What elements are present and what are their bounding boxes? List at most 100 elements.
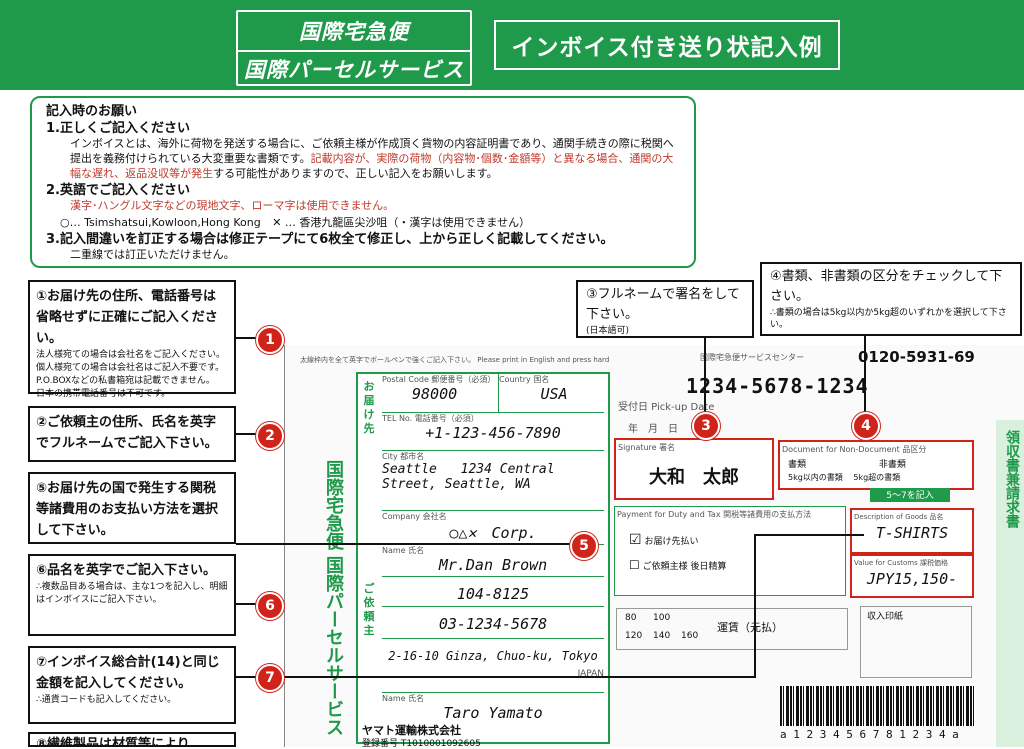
checkmark-icon: ☑ (629, 532, 642, 548)
shipper-address-value: 2-16-10 Ginza, Chuo-ku, Tokyo (388, 649, 598, 663)
notice-item1-text: インボイスとは、海外に荷物を発送する場合に、ご依頼主様が作成頂く貨物の内容証明書… (46, 136, 680, 181)
annotation-5-main: ⑤お届け先の国で発生する関税等諸費用のお支払い方法を選択して下さい。 (36, 481, 219, 538)
connector-2 (236, 433, 268, 435)
doc-opt-document[interactable]: 書類 (788, 460, 807, 470)
payment-box: Payment for Duty and Tax 関税等諸費用の支払方法 ☑ お… (614, 506, 846, 596)
logo-line-1: 国際宅急便 (299, 20, 409, 44)
fee-value-140: 140 (653, 631, 671, 641)
fee-value-160: 160 (681, 631, 699, 641)
shipper-tel-field[interactable]: 03-1234-5678 (382, 606, 604, 637)
notice-item3-text: 二重線では訂正いただけません。 (70, 248, 235, 261)
tel-value: +1-123-456-7890 (425, 424, 561, 442)
goods-value: T-SHIRTS (875, 524, 949, 542)
doc-type-box: Document for Non-Document 品区分 書類 非書類 5kg… (778, 440, 974, 490)
example-ok: ○… Tsimshatsui,Kowloon,Hong Kong (60, 216, 261, 229)
stamp-area: 収入印紙 (860, 606, 972, 678)
annotation-1-small-4: 日本の携帯電話番号は不可です。 (36, 389, 171, 399)
consignee-shipper-form: お届け先 ご依頼主 Postal Code 郵便番号（必須） 98000 Cou… (356, 372, 610, 744)
badge-1: 1 (256, 326, 284, 354)
side-logo: 国際宅急便 国際パーセルサービス (323, 460, 344, 737)
shipper-side-label: ご依頼主 (363, 582, 375, 637)
shipper-country-value: JAPAN (577, 669, 604, 679)
badge-5: 5 (570, 532, 598, 560)
annotation-1-small-2: 個人様宛ての場合は会社名はご記入不要です。 (36, 363, 225, 373)
shipper-name-field[interactable]: Name 氏名 Taro Yamato (382, 692, 604, 739)
goods-label: Description of Goods 品名 (854, 513, 944, 521)
city-address-line: Seattle 1234 Central (382, 462, 604, 477)
receipt-stripe (996, 420, 1024, 747)
barcode-number: a 1 2 3 4 5 6 7 8 1 2 3 4 a (780, 728, 959, 741)
notice-item2-title: 2.英語でご記入ください (46, 183, 190, 198)
badge-7: 7 (256, 664, 284, 692)
annotation-1-small-1: 法人様宛ての場合は会社名をご記入ください。 (36, 350, 226, 360)
connector-6 (236, 603, 268, 605)
doc-type-label: Document for Non-Document 品区分 (782, 445, 927, 454)
value-value: JPY15,150- (866, 570, 958, 588)
annotation-2-main: ②ご依頼主の住所、氏名を英字でフルネームでご記入下さい。 (36, 415, 218, 451)
badge-2: 2 (256, 422, 284, 450)
doc-opt-nondocument[interactable]: 非書類 (878, 460, 906, 470)
doc-opt-over5[interactable]: 5kg超の書類 (853, 473, 901, 482)
shipper-postal-value: 104-8125 (456, 585, 530, 603)
notice-item1-text-a: インボイスとは、海外に荷物を発送する場合に、ご依頼主様が作成頂く貨物の内容証明書… (70, 137, 674, 150)
connector-7 (236, 676, 756, 678)
address-field[interactable]: City 都市名 Seattle 1234 Central Street, Se… (382, 450, 604, 507)
doc-opt-under5[interactable]: 5kg以内の書類 (788, 473, 843, 482)
tracking-number: 1234-5678-1234 (686, 374, 869, 398)
country-field[interactable]: Country 国名 USA (498, 374, 609, 412)
payment-label: Payment for Duty and Tax 関税等諸費用の支払方法 (617, 510, 812, 519)
postal-field[interactable]: Postal Code 郵便番号（必須） 98000 (382, 374, 604, 412)
company-field[interactable]: Company 会社名 ○△✕ Corp. (382, 510, 604, 545)
checkbox-icon: ☐ (629, 558, 640, 572)
doc-arrow-label: 5～7を記入 (870, 488, 950, 502)
annotation-8: ⑧繊維製品は材質等により (28, 732, 236, 747)
country-value: USA (540, 385, 568, 403)
annotation-2: ②ご依頼主の住所、氏名を英字でフルネームでご記入下さい。 (28, 406, 236, 462)
annotation-7: ⑦インボイス総合計(14)と同じ金額を記入してください。 ∴通貨コードも記入して… (28, 646, 236, 724)
annotation-6-small: ∴複数品目ある場合は、主な1つを記入し、明細はインボイスにご記入下さい。 (36, 582, 228, 605)
name-label: Name 氏名 (382, 546, 425, 555)
annotation-6-main: ⑥品名を英字でご記入下さい。 (36, 563, 217, 578)
annotation-1-main: ①お届け先の住所、電話番号は省略せずに正確にご記入ください。 (36, 289, 218, 346)
shipper-postal-field[interactable]: 104-8125 (382, 576, 604, 605)
waybill-top-note: 太線枠内を全て英字でボールペンで強くご記入下さい。 Please print i… (300, 356, 610, 364)
connector-7-vert (754, 534, 756, 678)
payment-opt-consignee[interactable]: ☑ お届け先払い (615, 532, 845, 548)
annotation-7-small: ∴通貨コードも記入してください。 (36, 695, 177, 705)
annotation-1: ①お届け先の住所、電話番号は省略せずに正確にご記入ください。 法人様宛ての場合は… (28, 280, 236, 399)
callout-4: ④書類、非書類の区分をチェックして下さい。 ∴書類の場合は5kg以内か5kg超の… (760, 262, 1022, 336)
notice-item1-title: 1.正しくご記入ください (46, 121, 190, 136)
tel-field[interactable]: TEL No. 電話番号（必須） +1-123-456-7890 (382, 412, 604, 451)
address-line-1: 1234 Central (460, 462, 555, 477)
company-name: ヤマト運輸株式会社 (362, 724, 461, 737)
country-label: Country 国名 (499, 375, 550, 384)
payment-opt1-label: お届け先払い (644, 537, 699, 547)
payment-opt-shipper[interactable]: ☐ ご依頼主様 後日精算 (615, 558, 845, 572)
goods-box[interactable]: Description of Goods 品名 T-SHIRTS (850, 508, 974, 554)
badge-4: 4 (852, 412, 880, 440)
annotation-6: ⑥品名を英字でご記入下さい。 ∴複数品目ある場合は、主な1つを記入し、明細はイン… (28, 554, 236, 636)
fee-label: 運賃（元払） (717, 621, 783, 634)
badge-3: 3 (692, 412, 720, 440)
company-value: ○△✕ Corp. (449, 524, 537, 542)
callout-3-main: ③フルネームで署名をして下さい。 (586, 287, 740, 322)
signature-box[interactable]: Signature 署名 大和 太郎 (614, 438, 774, 500)
logo-line-2: 国際パーセルサービス (238, 50, 470, 84)
notice-item1-text-c: する可能性がありますので、正しい記入をお願いします。 (213, 167, 498, 180)
shipper-address-field[interactable]: 2-16-10 Ginza, Chuo-ku, Tokyo JAPAN (382, 638, 604, 693)
fee-value-80: 80 (625, 613, 637, 623)
pickup-date-value: 年 月 日 (628, 424, 678, 435)
registration-number: 登録番号 T1010001092605 (362, 739, 481, 749)
city-value: Seattle (382, 462, 437, 477)
notice-heading: 記入時のお願い (46, 104, 138, 119)
notice-item3-title: 3.記入間違いを訂正する場合は修正テープにて6枚全て修正し、上から正しく記載して… (46, 232, 614, 247)
connector-6-horiz (754, 534, 864, 536)
notice-item2-red: 漢字･ハングル文字などの現地文字、ローマ字は使用できません。 (70, 199, 395, 212)
callout-3-sub: (日本語可) (586, 326, 630, 336)
stamp-label: 収入印紙 (867, 612, 904, 622)
city-label: City 都市名 (382, 452, 425, 461)
value-label: Value for Customs 課税価格 (854, 559, 948, 567)
annotation-7-main: ⑦インボイス総合計(14)と同じ金額を記入してください。 (36, 655, 220, 691)
value-box[interactable]: Value for Customs 課税価格 JPY15,150- (850, 554, 974, 598)
consignee-side-label: お届け先 (363, 380, 375, 435)
